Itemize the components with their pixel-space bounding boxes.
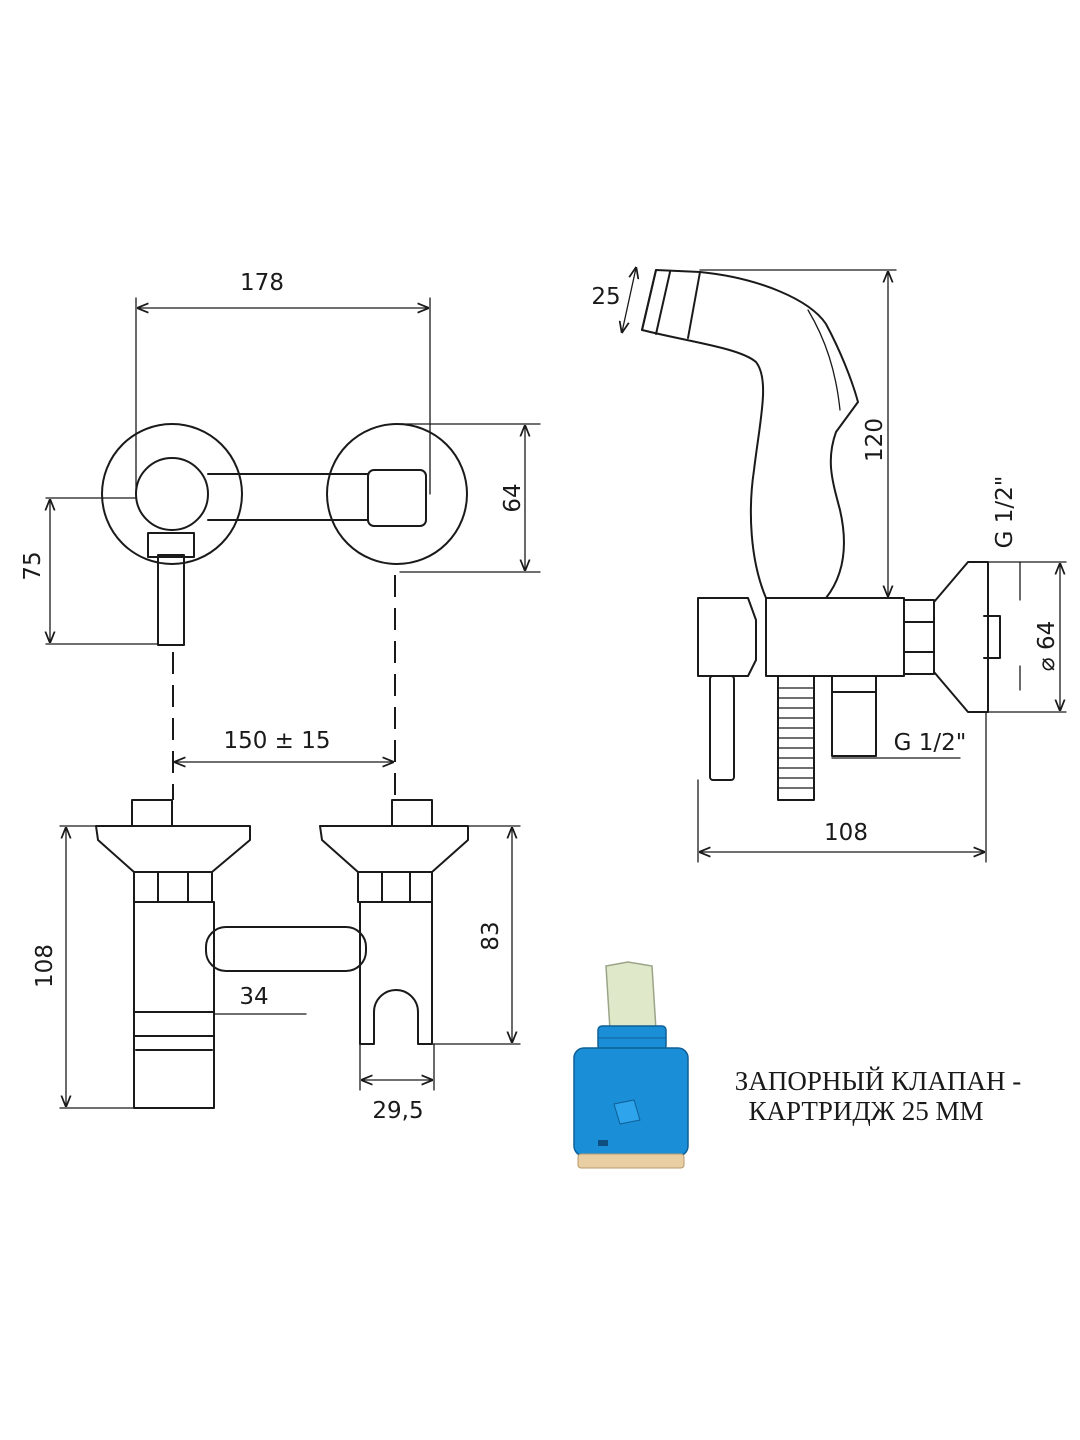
bottom-view: [59, 799, 521, 1109]
dim-body-height: 83: [478, 921, 504, 950]
front-view: [46, 297, 541, 646]
dim-flange-diameter: 64: [500, 483, 526, 512]
center-lines: [172, 575, 396, 800]
dim-spray-height: 120: [862, 418, 888, 462]
dim-front-height: 75: [20, 551, 46, 580]
dim-holder-width: 29,5: [372, 1098, 423, 1124]
dim-side-thread: G 1/2": [992, 476, 1018, 549]
caption-line-1: ЗАПОРНЫЙ КЛАПАН -: [735, 1066, 1021, 1096]
dim-bottom-height: 108: [32, 944, 58, 988]
dim-bottom-thread: G 1/2": [894, 730, 967, 756]
dim-front-width: 178: [240, 270, 284, 296]
cartridge-illustration: [573, 961, 689, 1169]
dim-side-depth: 108: [824, 820, 868, 846]
dim-spray-head: 25: [591, 284, 620, 310]
dim-center-distance: 150 ± 15: [223, 728, 330, 754]
dim-side-flange: ⌀ 64: [1034, 621, 1060, 671]
caption-line-2: КАРТРИДЖ 25 ММ: [749, 1096, 984, 1126]
dim-inlet-diameter: 34: [239, 984, 268, 1010]
side-view: [622, 268, 1067, 863]
